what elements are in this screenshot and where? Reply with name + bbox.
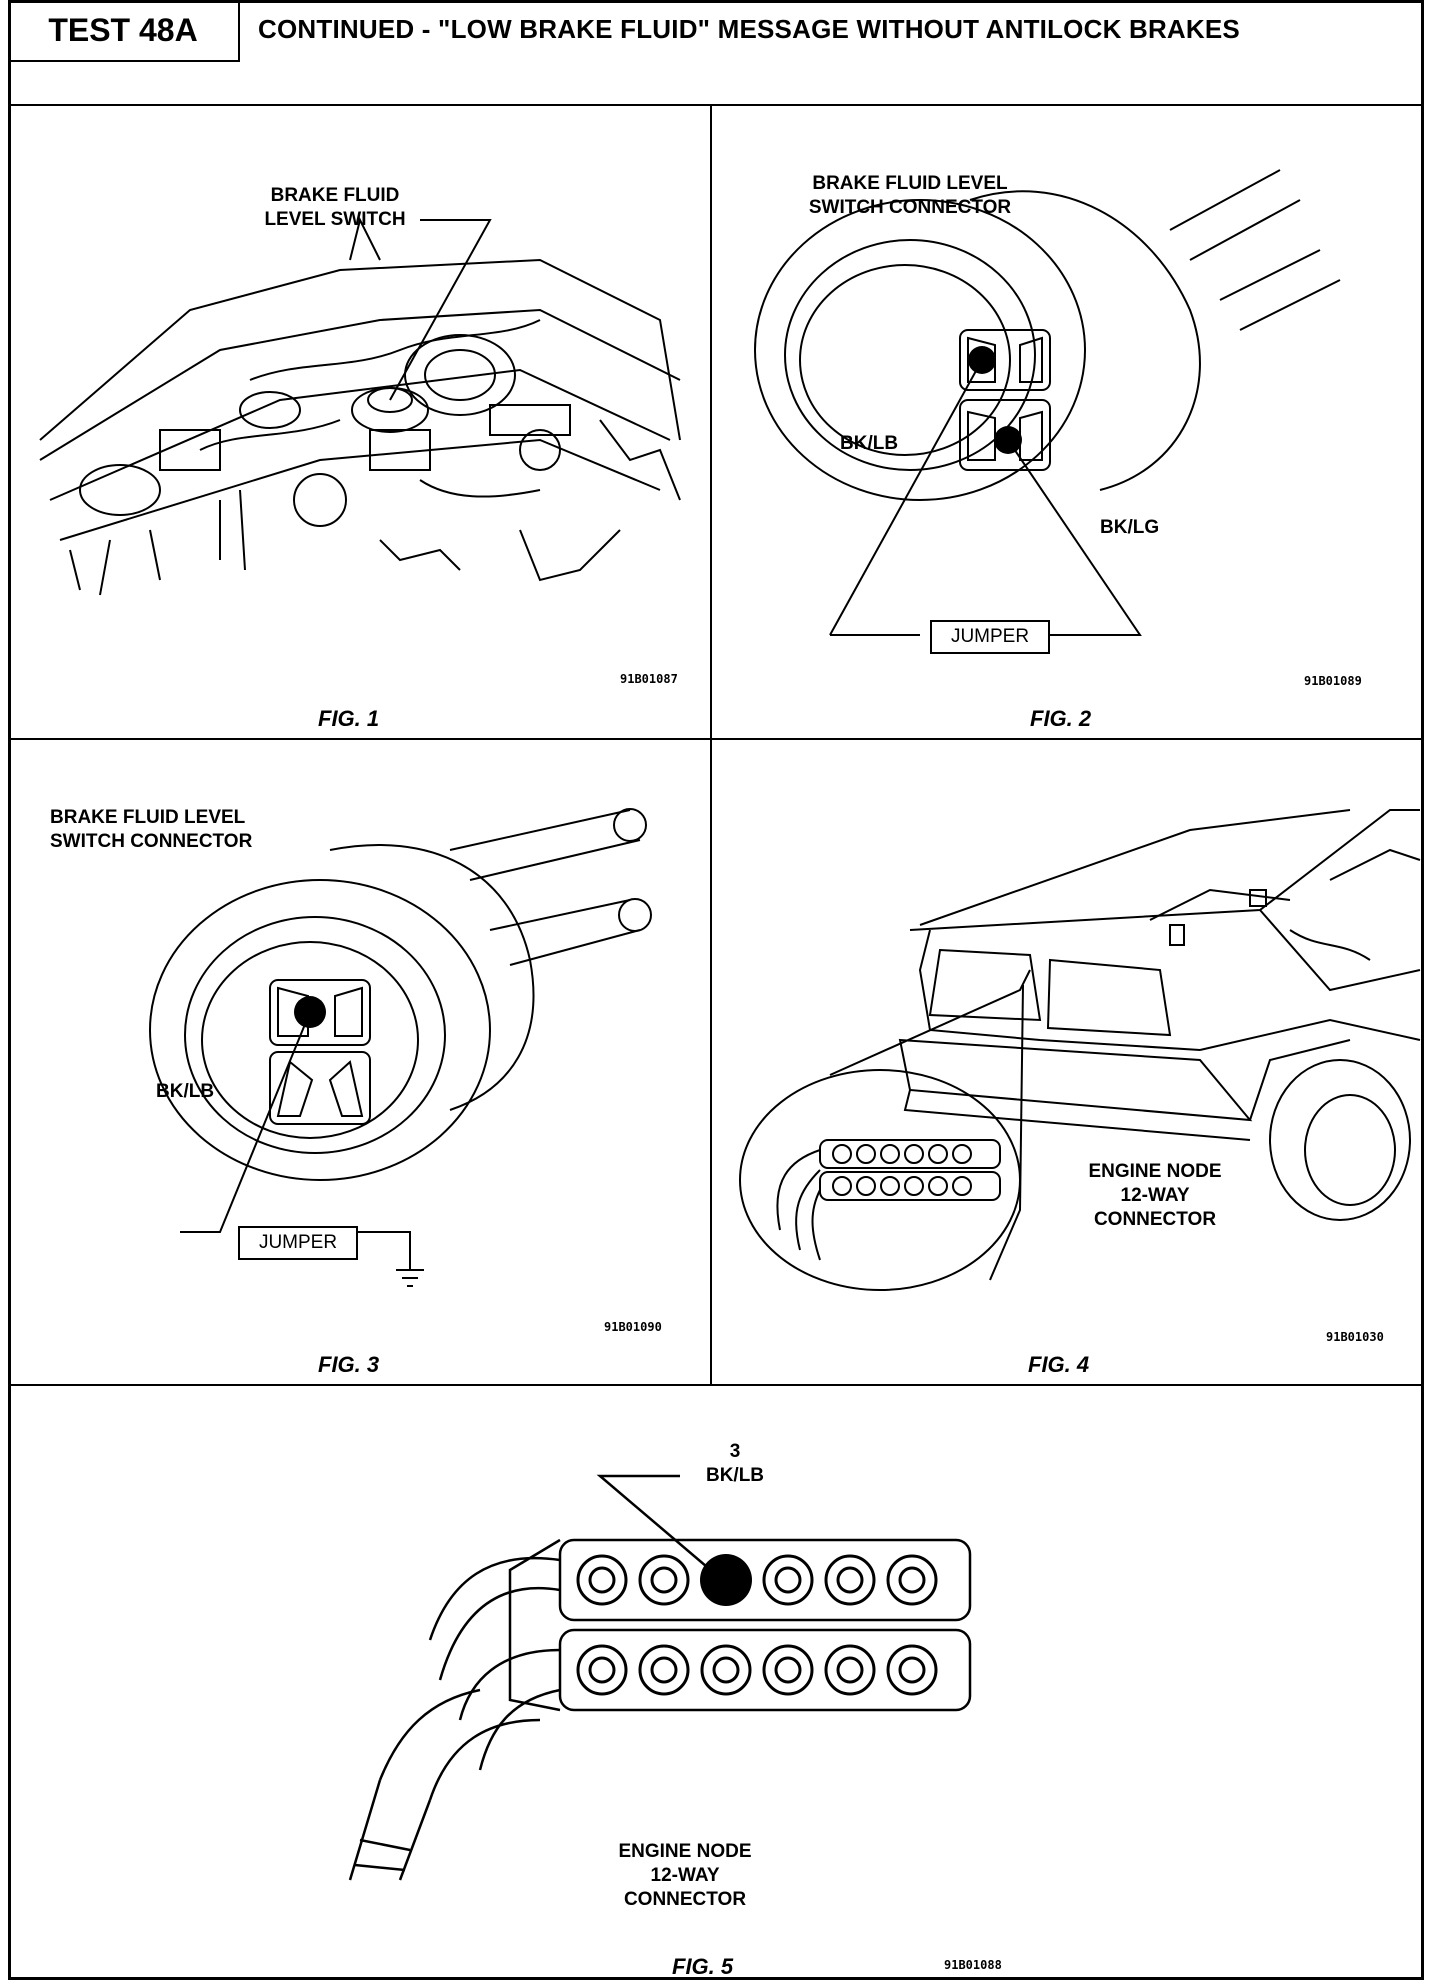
test-id: TEST 48A: [8, 0, 240, 62]
fig4-code: 91B01030: [1326, 1330, 1384, 1344]
fig5-connector-illustration: [348, 1474, 972, 1881]
fig5-code: 91B01088: [944, 1958, 1002, 1972]
fig1-caption: FIG. 1: [318, 706, 380, 731]
fig5-caption: FIG. 5: [672, 1954, 734, 1979]
header-divider: [8, 104, 1424, 106]
fig3-code: 91B01090: [604, 1320, 662, 1334]
fig5-pin-number: 3: [729, 1441, 741, 1462]
fig4-connector-label: ENGINE NODE 12-WAY CONNECTOR: [1088, 1161, 1222, 1230]
fig2-connector-label: BRAKE FLUID LEVEL SWITCH CONNECTOR: [808, 173, 1012, 218]
fig3-connector-illustration: [149, 808, 652, 1287]
page-title: CONTINUED - "LOW BRAKE FLUID" MESSAGE WI…: [258, 14, 1240, 44]
fig3-jumper-box: JUMPER: [238, 1226, 358, 1260]
page-frame: [8, 0, 1424, 1980]
row-divider-2: [8, 1384, 1424, 1386]
fig2-jumper-box: JUMPER: [930, 620, 1050, 654]
fig1-engine-illustration: [39, 217, 681, 596]
fig2-caption: FIG. 2: [1030, 706, 1092, 731]
fig2-code: 91B01089: [1304, 674, 1362, 688]
fig1-code: 91B01087: [620, 672, 678, 686]
fig3-caption: FIG. 3: [318, 1352, 380, 1377]
fig5-pin-wire: BK/LB: [705, 1465, 765, 1486]
fig4-caption: FIG. 4: [1028, 1352, 1090, 1377]
row-divider-1: [8, 738, 1424, 740]
fig3-connector-label: BRAKE FLUID LEVEL SWITCH CONNECTOR: [50, 807, 253, 852]
fig2-connector-illustration: [754, 169, 1341, 636]
fig5-connector-label: ENGINE NODE 12-WAY CONNECTOR: [618, 1841, 752, 1910]
fig1-switch-label: BRAKE FLUID LEVEL SWITCH: [264, 185, 406, 230]
fig2-wire-bklg: BK/LG: [1100, 517, 1160, 538]
fig3-wire-bklb: BK/LB: [156, 1081, 215, 1102]
column-divider: [710, 104, 712, 1385]
fig4-vehicle-illustration: [739, 809, 1421, 1291]
fig2-wire-bklb: BK/LB: [840, 433, 899, 454]
